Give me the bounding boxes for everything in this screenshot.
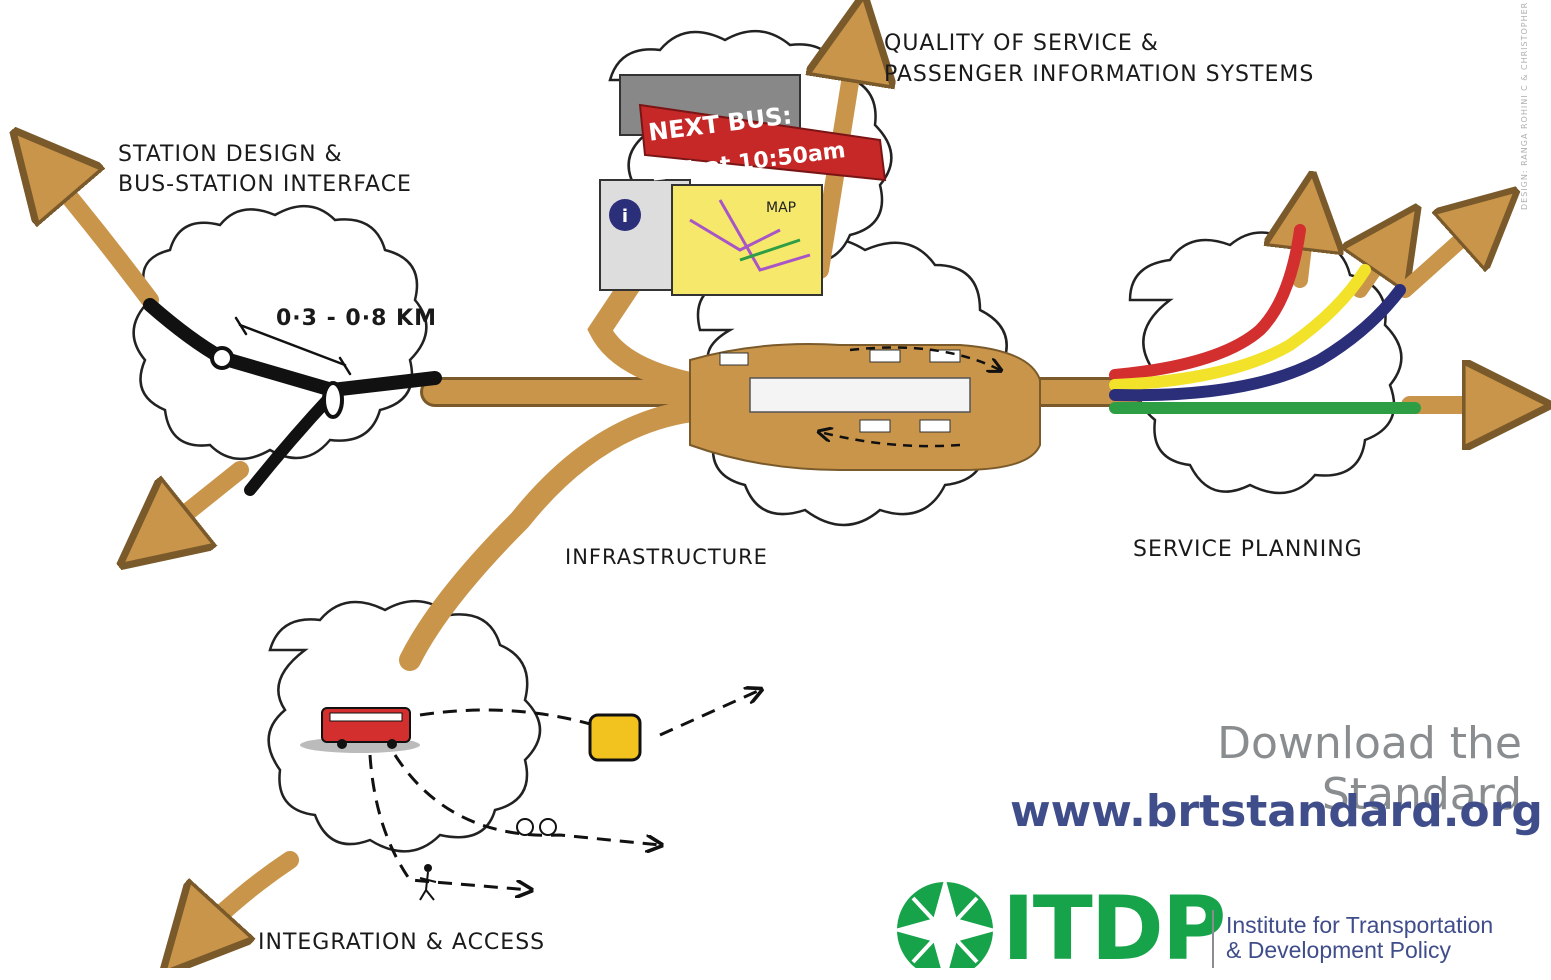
distance-label: 0·3 - 0·8 KM [276,306,437,331]
bus-station [689,343,1041,471]
map-label: MAP [766,200,797,216]
itdp-name-line1: Institute for Transportation [1226,912,1494,938]
service-routes [1109,224,1421,414]
website-link[interactable]: www.brtstandard.org [1010,786,1543,837]
station-design-label: STATION DESIGN & BUS-STATION INTERFACE [118,140,412,200]
download-heading: Download the Standard [1217,718,1522,820]
integration-label: INTEGRATION & ACCESS [258,930,546,955]
integration-modes [300,690,760,901]
design-credit: DESIGN: RANGA ROHINI C & CHRISTOPHER [1520,1,1529,210]
infrastructure-label: INFRASTRUCTURE [565,545,768,569]
station-design-line1: STATION DESIGN & [118,142,343,167]
cloud-station [132,204,428,461]
quality-line2: PASSENGER INFORMATION SYSTEMS [884,62,1315,87]
itdp-logo-icon [891,876,999,968]
logo-divider [1212,910,1214,968]
service-planning-label: SERVICE PLANNING [1133,537,1363,562]
itdp-full-name: Institute for Transportation & Developme… [1226,913,1493,963]
svg-text:i: i [622,206,628,227]
station-spacing-diagram [143,298,442,496]
station-design-line2: BUS-STATION INTERFACE [118,172,412,197]
quality-label: QUALITY OF SERVICE & PASSENGER INFORMATI… [884,28,1314,90]
itdp-name-line2: & Development Policy [1226,937,1451,963]
itdp-acronym: ITDP [1002,877,1226,980]
quality-line1: QUALITY OF SERVICE & [884,31,1159,56]
passenger-info-display: i [599,74,887,296]
